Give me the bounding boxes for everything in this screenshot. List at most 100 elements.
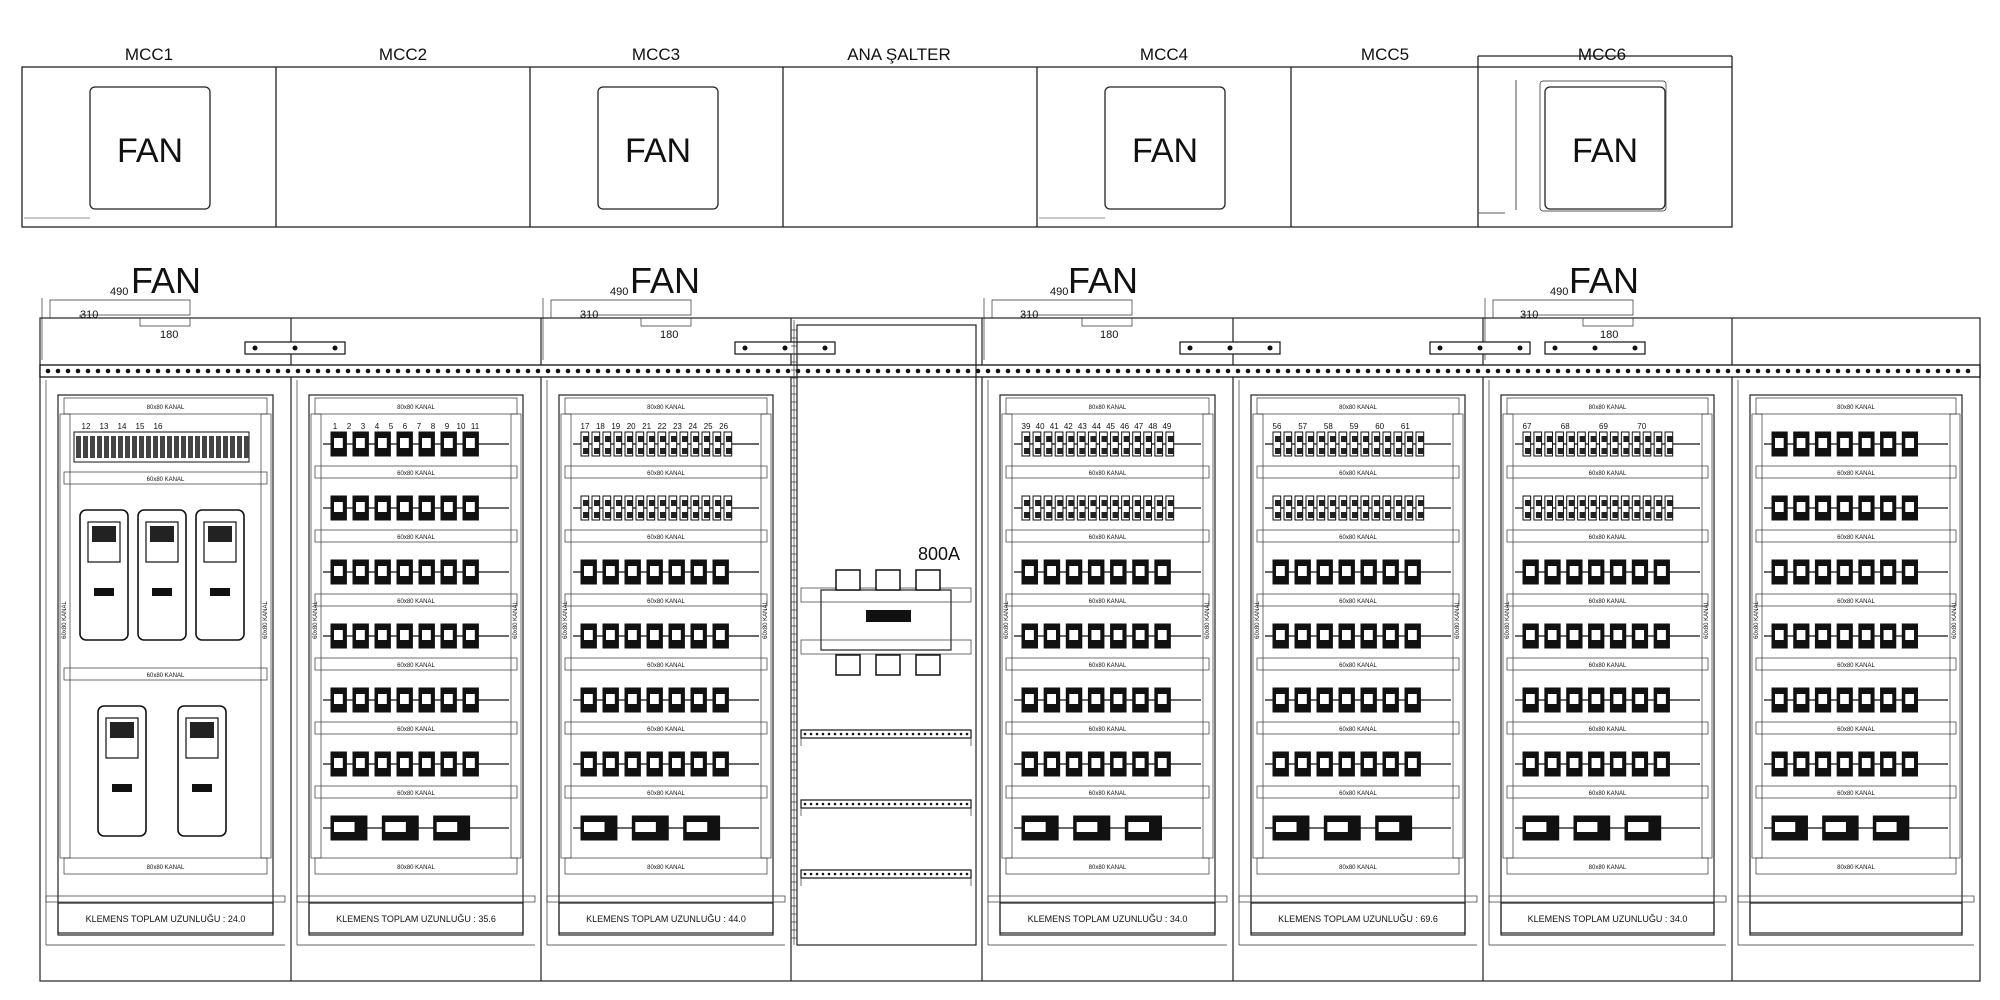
component-detail (1156, 500, 1163, 506)
component-window (1796, 694, 1806, 704)
busbar-hole (851, 732, 855, 736)
din-component (1371, 431, 1381, 457)
component-window (1135, 630, 1145, 640)
busbar-hole (285, 368, 291, 374)
component-window (466, 758, 475, 768)
side-duct (1701, 413, 1713, 859)
component-detail (638, 500, 644, 506)
component-window (1276, 822, 1297, 832)
terminal (202, 436, 207, 458)
busbar-hole (959, 802, 963, 806)
component-detail (1407, 512, 1413, 518)
busbar-hole (855, 368, 861, 374)
terminal (153, 436, 158, 458)
busbar-hole (445, 368, 451, 374)
component-detail (1286, 500, 1292, 506)
base-plinth (1238, 895, 1478, 903)
component-window (606, 694, 615, 704)
dim-label: 310 (80, 309, 98, 321)
busbar-hole (839, 802, 843, 806)
busbar-hole (735, 368, 741, 374)
component-detail (616, 448, 622, 454)
component-window (1025, 630, 1034, 640)
component-window (694, 630, 703, 640)
din-component (1393, 495, 1403, 521)
side-duct (260, 413, 272, 859)
component-detail (715, 500, 721, 506)
busbar-hole (1965, 368, 1971, 374)
klemens-label: KLEMENS TOPLAM UZUNLUĞU : 34.0 (1028, 914, 1188, 924)
component-window (356, 438, 365, 448)
din-component (1620, 495, 1630, 521)
component-detail (1407, 448, 1413, 454)
din-component (1054, 431, 1064, 457)
busbar-hole (145, 368, 151, 374)
component-window (1569, 630, 1579, 640)
busbar-hole (585, 368, 591, 374)
din-component (1283, 431, 1293, 457)
cable-duct (1005, 857, 1210, 875)
din-component (1165, 495, 1175, 521)
cable-duct (314, 397, 518, 415)
component-detail (1568, 436, 1575, 442)
component-detail (682, 436, 688, 442)
duct-label: 60x80 KANAL (1339, 663, 1377, 669)
busbar-hole (845, 802, 849, 806)
din-component (1054, 495, 1064, 521)
component-detail (1623, 500, 1629, 506)
busbar-hole (1065, 368, 1071, 374)
component-detail (594, 500, 600, 506)
component-window (1840, 758, 1849, 768)
busbar-hole (1195, 368, 1201, 374)
component-window (628, 566, 637, 576)
component-detail (1134, 500, 1141, 506)
busbar-hole (335, 368, 341, 374)
din-component (1032, 431, 1042, 457)
component-detail (704, 500, 710, 506)
busbar-hole (75, 368, 81, 374)
dim-label: 490 (610, 286, 628, 298)
component-detail (1396, 512, 1402, 518)
top-labels: MCC1 MCC2 MCC3 ANA ŞALTER MCC4 MCC5 MCC6… (117, 45, 1638, 170)
component-window (1796, 438, 1806, 448)
busbar-hole (1405, 368, 1411, 374)
component-window (444, 502, 453, 512)
duct-label: 60x80 KANAL (647, 791, 685, 797)
busbar-hole (815, 872, 819, 876)
busbar-hole (1845, 368, 1851, 374)
component-detail (1612, 500, 1618, 506)
busbar-hole (1705, 368, 1711, 374)
row-number: 15 (136, 422, 145, 431)
busbar-hole (1925, 368, 1931, 374)
duct-label: 60x80 KANAL (397, 727, 435, 733)
component-window (672, 630, 681, 640)
busbar-hole (851, 872, 855, 876)
component-window (1818, 758, 1828, 768)
top-fan-label: FAN (117, 132, 183, 170)
component-detail (715, 436, 721, 442)
component-window (1408, 630, 1417, 640)
busbar-hole (85, 368, 91, 374)
component-detail (693, 448, 699, 454)
busbar-hole (155, 368, 161, 374)
component-window (1657, 694, 1666, 704)
busbar-hole (685, 368, 691, 374)
component-detail (1341, 500, 1347, 506)
component-detail (1319, 436, 1325, 442)
side-duct-label: 60x80 KANAL (1505, 600, 1511, 638)
cable-duct (1755, 857, 1957, 875)
klemens-box (57, 902, 274, 934)
component-window (334, 566, 343, 576)
row-number: 19 (611, 422, 620, 431)
component-detail (1046, 436, 1052, 442)
cable-duct (314, 593, 518, 607)
busbar-hole (615, 368, 621, 374)
side-duct (1452, 413, 1464, 859)
duct-label: 60x80 KANAL (1837, 791, 1875, 797)
klemens-box (1250, 902, 1466, 934)
component-detail (1090, 500, 1096, 506)
row-number: 1 (333, 422, 338, 431)
busbar-hole (175, 368, 181, 374)
component-window (1840, 438, 1849, 448)
component-window (1861, 566, 1871, 576)
